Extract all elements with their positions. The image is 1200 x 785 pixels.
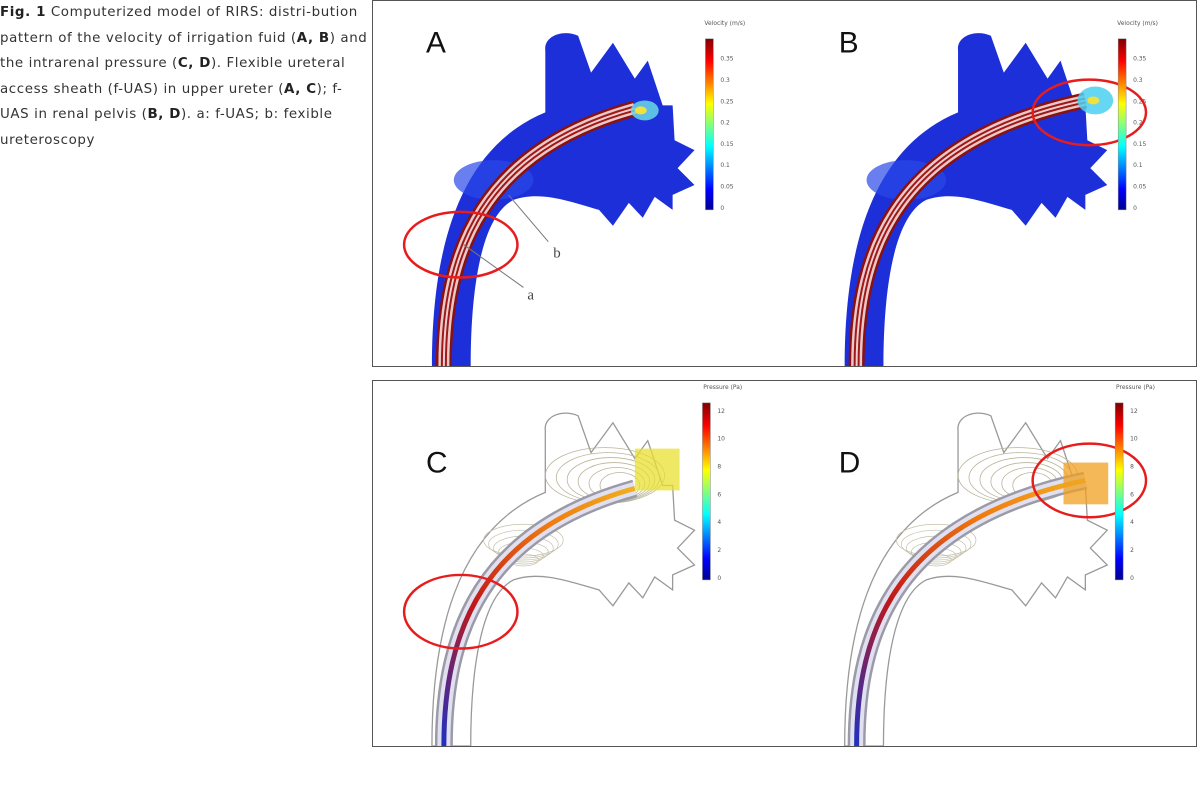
pressure-figure: C Pressure (Pa) 12 10 8 6 4 2 0 D Pressure (Pa) 12 1… bbox=[402, 384, 1155, 746]
pressure-region bbox=[634, 448, 680, 491]
colorbar-tick: 6 bbox=[1130, 491, 1134, 498]
annotation-a: a bbox=[527, 287, 534, 303]
colorbar-tick: 0 bbox=[1133, 205, 1137, 212]
colorbar bbox=[702, 402, 711, 581]
subfigure-d: D Pressure (Pa) 12 10 8 6 4 2 0 bbox=[839, 384, 1155, 746]
highlight-ellipse bbox=[1031, 442, 1148, 519]
colorbar bbox=[1117, 38, 1127, 211]
ureteroscope-tube bbox=[442, 107, 636, 366]
colorbar-tick: 12 bbox=[1130, 408, 1138, 415]
panel-letter: B bbox=[839, 27, 859, 60]
colorbar-tick: 0 bbox=[720, 205, 724, 212]
colorbar-tick: 0.25 bbox=[720, 98, 733, 105]
colorbar-tick: 2 bbox=[1130, 547, 1134, 554]
highlight-ellipse bbox=[1031, 78, 1148, 147]
ureteroscope-tube bbox=[854, 478, 1086, 746]
ureteroscope-tube bbox=[855, 99, 1086, 366]
caption-text: ); f-UAS in renal pelvis ( bbox=[0, 81, 343, 123]
pressure-panels: C Pressure (Pa) 12 10 8 6 4 2 0 D Pressure (Pa) 12 1… bbox=[372, 380, 1197, 747]
kidney-model bbox=[431, 33, 695, 366]
caption-text: A, B bbox=[296, 30, 330, 46]
colorbar-tick: 12 bbox=[717, 408, 725, 415]
caption-text: Computerized model of RIRS: distri-butio… bbox=[0, 5, 358, 46]
arrow-b bbox=[508, 194, 549, 243]
colorbar-tick: 8 bbox=[717, 464, 721, 471]
caption-text: C, D bbox=[177, 56, 211, 71]
colorbar-tick: 0.3 bbox=[720, 77, 730, 84]
highlight-ellipse bbox=[402, 573, 519, 650]
caption-text: ) and the intrarenal pressure ( bbox=[0, 30, 368, 72]
colorbar-tick: 6 bbox=[717, 491, 721, 498]
colorbar-tick: 2 bbox=[717, 547, 721, 554]
panel-letter: A bbox=[426, 27, 446, 60]
contour-line bbox=[901, 529, 972, 559]
contour-line bbox=[483, 523, 564, 557]
colorbar-tick: 0 bbox=[1130, 575, 1134, 582]
colorbar-tick: 8 bbox=[1130, 464, 1134, 471]
colorbar-tick: 4 bbox=[1130, 519, 1134, 526]
colorbar-title: Pressure (Pa) bbox=[703, 384, 742, 391]
velocity-figure: Aa b Velocity (m/s) 0.35 0.3 0.25 0.2 0.15 0.1 0.… bbox=[402, 20, 1158, 366]
colorbar-title: Velocity (m/s) bbox=[1117, 20, 1158, 27]
colorbar-tick: 0.1 bbox=[720, 162, 730, 169]
colorbar-tick: 0.05 bbox=[720, 184, 733, 191]
colorbar-tick: 0.1 bbox=[1133, 162, 1143, 169]
colorbar-tick: 0.05 bbox=[1133, 184, 1146, 191]
subfigure-a: Aa b Velocity (m/s) 0.35 0.3 0.25 0.2 0.15 0.1 0.… bbox=[402, 20, 745, 366]
pressure-region bbox=[1063, 462, 1109, 505]
colorbar-tick: 0.35 bbox=[1133, 56, 1146, 63]
ureteroscope-tube bbox=[441, 486, 636, 746]
colorbar-tick: 0.25 bbox=[1133, 98, 1146, 105]
caption-text: ). a: f-UAS; b: fexible ureteroscopy bbox=[0, 107, 333, 148]
colorbar-title: Velocity (m/s) bbox=[704, 20, 745, 27]
jet-core bbox=[1087, 96, 1100, 105]
contour-line bbox=[488, 529, 559, 559]
arrow-a bbox=[463, 244, 524, 288]
colorbar-tick: 0.15 bbox=[1133, 141, 1146, 148]
panel-letter: C bbox=[426, 446, 448, 479]
colorbar-tick: 0 bbox=[717, 575, 721, 582]
colorbar-tick: 0.15 bbox=[720, 141, 733, 148]
colorbar bbox=[1114, 402, 1124, 581]
colorbar-tick: 0.2 bbox=[720, 120, 730, 127]
subfigure-c: C Pressure (Pa) 12 10 8 6 4 2 0 bbox=[402, 384, 742, 746]
colorbar-tick: 0.35 bbox=[720, 56, 733, 63]
colorbar bbox=[705, 38, 714, 211]
colorbar-tick: 10 bbox=[1130, 436, 1138, 443]
caption-text: B, D bbox=[147, 107, 181, 122]
colorbar-tick: 10 bbox=[717, 436, 725, 443]
annotation-b: b bbox=[553, 246, 560, 262]
figure-caption: Fig. 1 Computerized model of RIRS: distr… bbox=[0, 0, 368, 153]
colorbar-title: Pressure (Pa) bbox=[1116, 384, 1155, 391]
highlight-ellipse bbox=[402, 210, 519, 279]
caption-text: A, C bbox=[284, 81, 317, 97]
panel-letter: D bbox=[839, 446, 861, 479]
jet-core bbox=[634, 106, 647, 115]
colorbar-tick: 0.2 bbox=[1133, 120, 1143, 127]
caption-text: ). Flexible ureteral access sheath (f-UA… bbox=[0, 56, 346, 97]
figure-label: Fig. 1 bbox=[0, 5, 46, 20]
subfigure-b: B Velocity (m/s) 0.35 0.3 0.25 0.2 0.15 0.1 0.05… bbox=[839, 20, 1158, 366]
colorbar-tick: 0.3 bbox=[1133, 77, 1143, 84]
colorbar-tick: 4 bbox=[717, 519, 721, 526]
